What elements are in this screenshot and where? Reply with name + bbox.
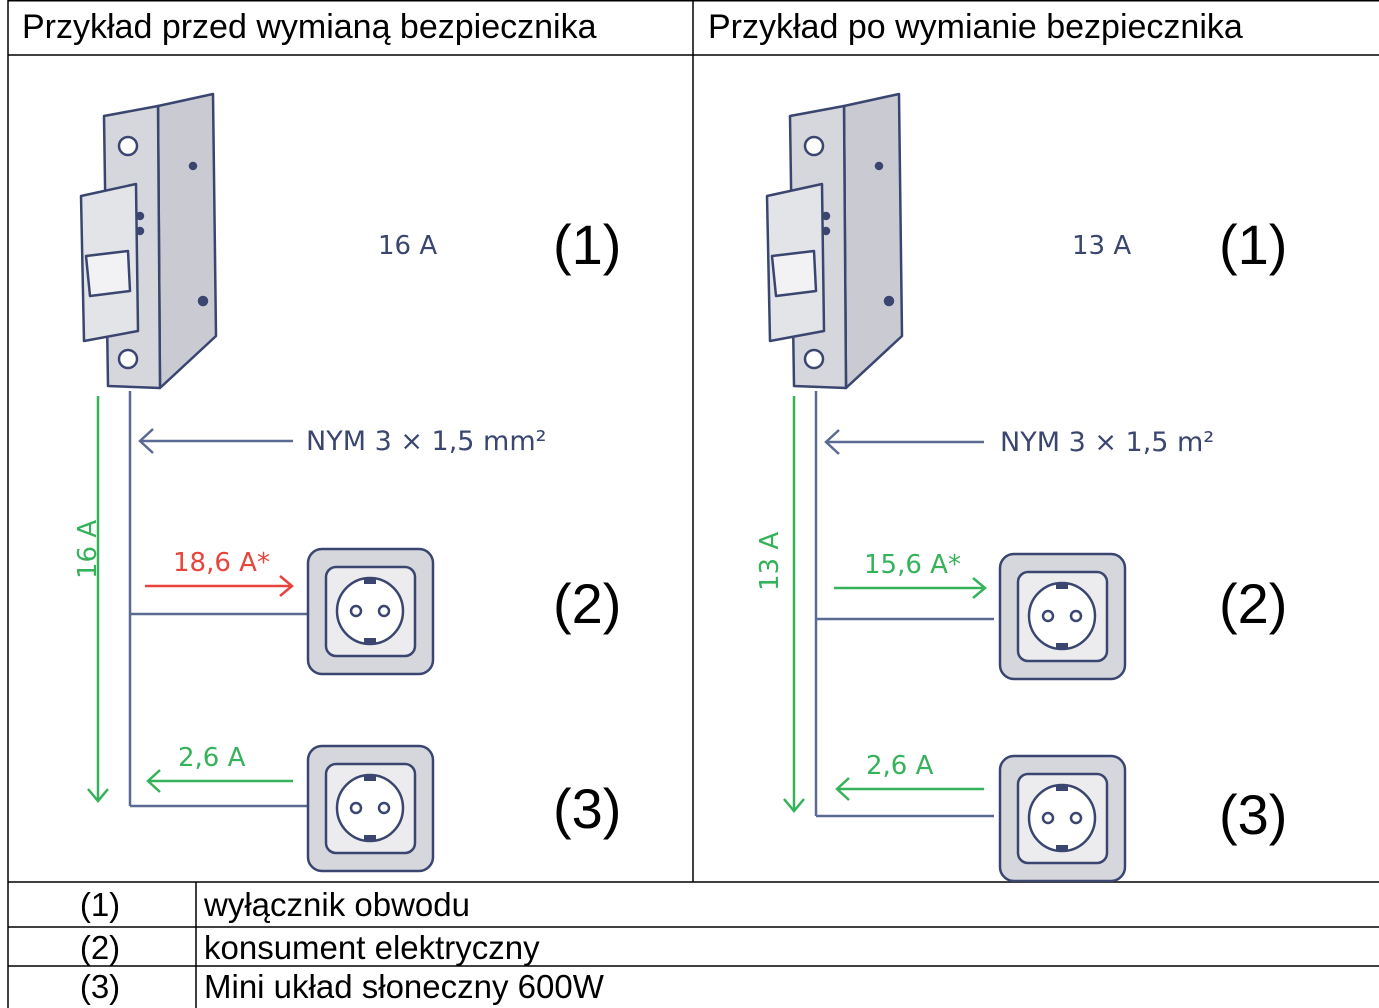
circuit-breaker-icon <box>79 92 218 390</box>
label-2: (2) <box>553 572 621 635</box>
breaker-rating-label: 16 A <box>378 231 437 261</box>
diagram-before: 16 A (1) NYM 3 × 1,5 mm² 16 A 18,6 A* 2,… <box>73 92 621 873</box>
consumer-current-label: 15,6 A* <box>864 550 961 580</box>
solar-current-label: 2,6 A <box>866 751 934 781</box>
diagram-after: 13 A (1) NYM 3 × 1,5 m² 13 A 15,6 A* 2,6… <box>755 92 1287 882</box>
legend-num-2: (2) <box>79 929 121 966</box>
label-2: (2) <box>1219 572 1287 635</box>
legend-num-3: (3) <box>79 968 121 1005</box>
legend-text-2: konsument elektryczny <box>204 929 540 966</box>
cable-label: NYM 3 × 1,5 m² <box>1000 427 1214 458</box>
circuit-breaker-icon <box>765 92 904 390</box>
legend-num-1: (1) <box>79 886 121 923</box>
label-3: (3) <box>553 777 621 840</box>
label-1: (1) <box>553 213 621 276</box>
socket-icon <box>306 744 435 873</box>
socket-icon <box>306 547 435 676</box>
breaker-rating-label: 13 A <box>1072 231 1131 261</box>
socket-icon <box>998 552 1127 681</box>
total-current-label: 13 A <box>755 532 785 591</box>
cable-label: NYM 3 × 1,5 mm² <box>306 426 546 457</box>
header-after: Przykład po wymianie bezpiecznika <box>708 8 1243 46</box>
label-3: (3) <box>1219 783 1287 846</box>
consumer-current-label: 18,6 A* <box>173 548 270 578</box>
total-current-label: 16 A <box>73 520 103 579</box>
socket-icon <box>998 754 1127 882</box>
legend-text-3: Mini układ słoneczny 600W <box>204 968 604 1005</box>
header-before: Przykład przed wymianą bezpiecznika <box>22 8 597 46</box>
legend-text-1: wyłącznik obwodu <box>204 886 470 923</box>
label-1: (1) <box>1219 213 1287 276</box>
solar-current-label: 2,6 A <box>178 743 246 773</box>
